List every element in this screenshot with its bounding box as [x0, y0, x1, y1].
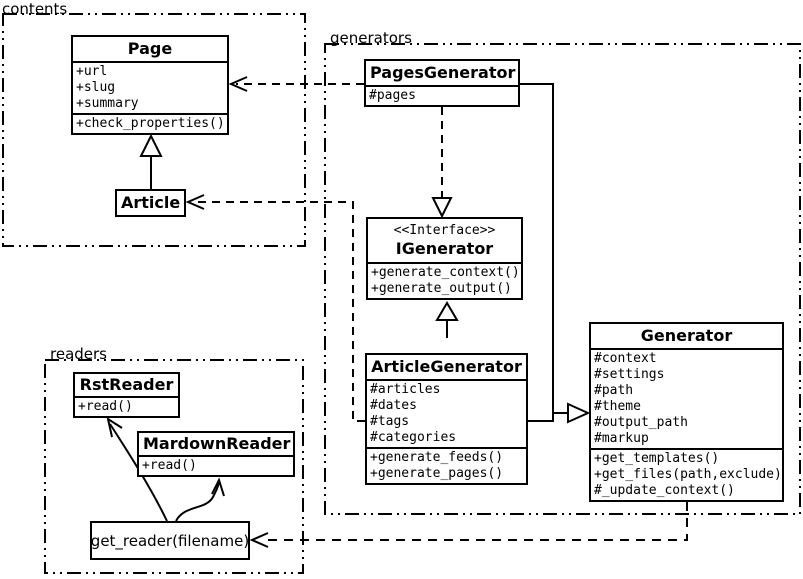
attribute: +slug [76, 80, 116, 95]
attributes-section: #pages [366, 85, 518, 105]
class-title: Generator [640, 326, 733, 345]
package-label-readers: readers [50, 345, 107, 363]
attribute: #categories [370, 430, 457, 445]
attribute: #path [594, 383, 634, 398]
class-article: Article [115, 189, 186, 217]
methods-section: +generate_feeds() +generate_pages() [367, 447, 526, 483]
class-mardownreader: MardownReader +read() [137, 431, 295, 477]
attribute: #context [594, 351, 657, 366]
attribute: #articles [370, 382, 441, 397]
class-title: RstReader [79, 375, 174, 394]
class-title: Article [121, 193, 181, 212]
method: +generate_feeds() [370, 450, 504, 465]
dependency-edge-generator-getreader [262, 502, 688, 541]
class-title: IGenerator [395, 239, 494, 258]
open-arrowhead-icon [228, 76, 248, 92]
attribute: +url [76, 64, 108, 79]
method: +generate_context() [371, 265, 520, 280]
hollow-triangle-icon [567, 402, 591, 424]
attribute: #dates [370, 398, 417, 413]
attribute: #output_path [594, 415, 688, 430]
hollow-triangle-icon [431, 197, 453, 219]
class-page: Page +url +slug +summary +check_properti… [71, 35, 229, 135]
inheritance-edge-pagesgenerator-generator [520, 83, 568, 414]
class-title: ArticleGenerator [371, 357, 522, 376]
attribute: #pages [369, 88, 416, 103]
attribute: +summary [76, 96, 139, 111]
method: +generate_output() [371, 281, 512, 296]
methods-section: +check_properties() [73, 113, 227, 133]
method: +read() [142, 458, 197, 473]
package-contents-border [2, 13, 306, 247]
open-arrowhead-icon [211, 477, 225, 497]
class-title: Page [127, 39, 173, 58]
attribute: #settings [594, 367, 665, 382]
package-readers-border [44, 359, 304, 574]
package-generators-border [324, 43, 801, 515]
dependency-edge-articlegenerator-article [196, 201, 365, 422]
attribute: #tags [370, 414, 410, 429]
class-generator: Generator #context #settings #path #them… [589, 322, 784, 502]
methods-section: +read() [139, 455, 293, 475]
attribute: #markup [594, 431, 649, 446]
method: +read() [78, 399, 133, 414]
node-get-reader: get_reader(filename) [90, 521, 250, 560]
node-label: get_reader(filename) [90, 531, 250, 550]
inheritance-edge-articlegenerator-generator [528, 414, 554, 422]
hollow-triangle-icon [435, 301, 459, 321]
method: #_update_context() [594, 483, 735, 498]
method: +get_templates() [594, 451, 720, 466]
method: +get_files(path,exclude) [594, 467, 782, 482]
class-title: MardownReader [143, 434, 291, 453]
class-articlegenerator: ArticleGenerator #articles #dates #tags … [365, 353, 528, 485]
attributes-section: #articles #dates #tags #categories [367, 379, 526, 447]
method: +generate_pages() [370, 466, 504, 481]
open-arrowhead-icon [249, 532, 269, 548]
class-igenerator: <<Interface>> IGenerator +generate_conte… [366, 217, 523, 300]
stereotype-label: <<Interface>> [393, 223, 496, 238]
arrow-edge-getreader-mardownreader [175, 481, 220, 522]
package-label-generators: generators [330, 29, 412, 47]
methods-section: +get_templates() +get_files(path,exclude… [591, 448, 782, 500]
hollow-triangle-icon [139, 133, 163, 157]
class-rstreader: RstReader +read() [73, 372, 180, 418]
attributes-section: #context #settings #path #theme #output_… [591, 348, 782, 448]
attribute: #theme [594, 399, 641, 414]
methods-section: +read() [75, 396, 178, 416]
attributes-section: +url +slug +summary [73, 61, 227, 113]
open-arrowhead-icon [106, 416, 123, 438]
class-title: PagesGenerator [370, 63, 516, 82]
method: +check_properties() [76, 116, 225, 131]
open-arrowhead-icon [185, 194, 205, 210]
class-pagesgenerator: PagesGenerator #pages [364, 59, 520, 107]
methods-section: +generate_context() +generate_output() [368, 262, 521, 298]
package-label-contents: contents [2, 0, 68, 18]
